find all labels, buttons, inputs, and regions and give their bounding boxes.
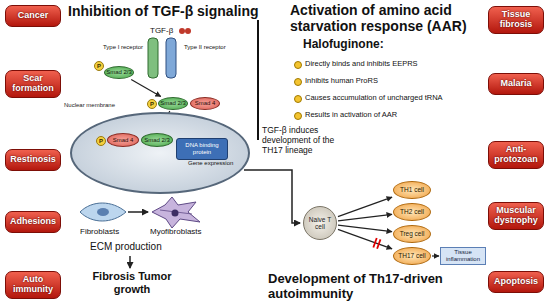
node-text: TH1 cell (400, 186, 424, 193)
condition-box: Scar formation (5, 70, 61, 98)
node-text: Muscular dystrophy (491, 206, 541, 226)
node-text: Restinosis (10, 155, 56, 165)
condition-box: Restinosis (5, 149, 61, 171)
node-text: Smad 4 (113, 137, 134, 144)
t-cell: TH1 cell (393, 181, 431, 199)
node-text: Scar formation (8, 74, 58, 94)
fibroblast-cell (80, 203, 126, 221)
connector (338, 229, 392, 248)
drug-heading: Halofuginone: (303, 38, 384, 52)
transition-arrow (129, 256, 131, 268)
node-text: P (150, 101, 154, 108)
node-text: P (99, 138, 103, 145)
cell-label: Myofibroblasts (150, 227, 202, 236)
section-title: Activation of amino acid starvation resp… (290, 2, 485, 34)
outcome-heading: Development of Th17-driven autoimmunity (268, 272, 473, 302)
node-text: Smad 2/3 (144, 137, 170, 144)
condition-box: Auto immunity (5, 271, 61, 299)
node-text: Tissue inflammation (442, 249, 484, 262)
nucleus: Nuclear membranePSmad 4Smad 2/3DNA bindi… (70, 112, 250, 194)
ligand (179, 28, 185, 34)
smad-oval: Smad 2/3 (104, 66, 134, 79)
node-text: Apoptosis (494, 277, 538, 287)
phosphate-circle: P (94, 61, 104, 71)
node-text: Smad 2/3 (106, 69, 132, 76)
process-label: Gene expression (188, 160, 233, 167)
bullet-text: Results in activation of AAR (305, 111, 397, 120)
connector (432, 255, 439, 256)
dna-binding-box: DNA binding protein (176, 138, 228, 160)
condition-box: Tissue fibrosis (488, 6, 544, 34)
signal-arrow (244, 170, 300, 223)
node-text: Adhesions (10, 217, 56, 227)
node-text: Nuclear membrane (64, 102, 115, 109)
naive-cell: Naive T cell (303, 206, 337, 240)
cell-nucleus (97, 208, 109, 216)
t-cell: TH2 cell (393, 203, 431, 221)
smad-oval: Smad 2/3 (158, 97, 188, 110)
phosphate-circle: P (96, 136, 106, 146)
t-cell: Treg cell (393, 225, 431, 243)
condition-box: Apoptosis (488, 271, 544, 293)
ligand (185, 28, 191, 34)
t-cell: TH17 cell (393, 247, 431, 265)
bullet-text: Causes accumulation of uncharged tRNA (305, 94, 443, 103)
node-text: Naive T cell (306, 216, 334, 230)
inflammation-box: Tissue inflammation (440, 247, 486, 265)
smad-oval: Smad 4 (107, 133, 139, 147)
condition-box: Malaria (488, 73, 544, 95)
outcome-label: Fibrosis Tumor growth (92, 270, 172, 295)
process-label: ECM production (90, 241, 162, 253)
condition-box: Cancer (5, 5, 61, 27)
connector (338, 214, 392, 220)
transition-arrow (128, 211, 148, 213)
bullet-text: Inhibits human ProRS (305, 77, 378, 86)
myofibroblast-cell (152, 197, 200, 228)
note-text: TGF-β induces development of the TH17 li… (262, 126, 357, 155)
bullet-icon (295, 79, 302, 86)
condition-box: Adhesions (5, 211, 61, 233)
node-text: Anti-protozoan (491, 145, 541, 165)
smad-oval: Smad 4 (190, 97, 220, 110)
receptor-label: Type II receptor (184, 44, 226, 51)
bullet-icon (295, 96, 302, 103)
cell-label: Fibroblasts (80, 227, 119, 236)
ligand-label: TGF-β (150, 26, 173, 35)
bullet-icon (295, 113, 302, 120)
condition-box: Muscular dystrophy (488, 202, 544, 230)
cell-nucleus (172, 210, 179, 217)
connector (131, 79, 161, 96)
connector (338, 225, 392, 231)
block-mark (377, 239, 380, 248)
node-text: TH17 cell (398, 252, 425, 259)
node-text: Cancer (18, 11, 49, 21)
section-title: Inhibition of TGF-β signaling (68, 3, 259, 19)
cell-membrane (257, 20, 259, 140)
receptor-label: Type I receptor (103, 44, 143, 51)
bullet-text: Directly binds and inhibits EEPRS (305, 60, 418, 69)
type-ii-receptor (166, 38, 176, 78)
node-text: Smad 4 (195, 100, 216, 107)
node-text: Tissue fibrosis (491, 10, 541, 30)
node-text: DNA binding protein (178, 142, 226, 155)
connector (338, 197, 392, 216)
node-text: P (97, 63, 101, 70)
node-text: Smad 2/3 (160, 100, 186, 107)
phosphate-circle: P (147, 99, 157, 109)
node-text: Malaria (500, 79, 531, 89)
type-i-receptor (148, 38, 158, 78)
bullet-icon (295, 62, 302, 69)
node-text: Auto immunity (8, 275, 58, 295)
condition-box: Anti-protozoan (488, 141, 544, 169)
block-mark (373, 238, 376, 247)
node-text: Treg cell (400, 230, 425, 237)
node-text: TH2 cell (400, 208, 424, 215)
smad-oval: Smad 2/3 (141, 133, 173, 147)
